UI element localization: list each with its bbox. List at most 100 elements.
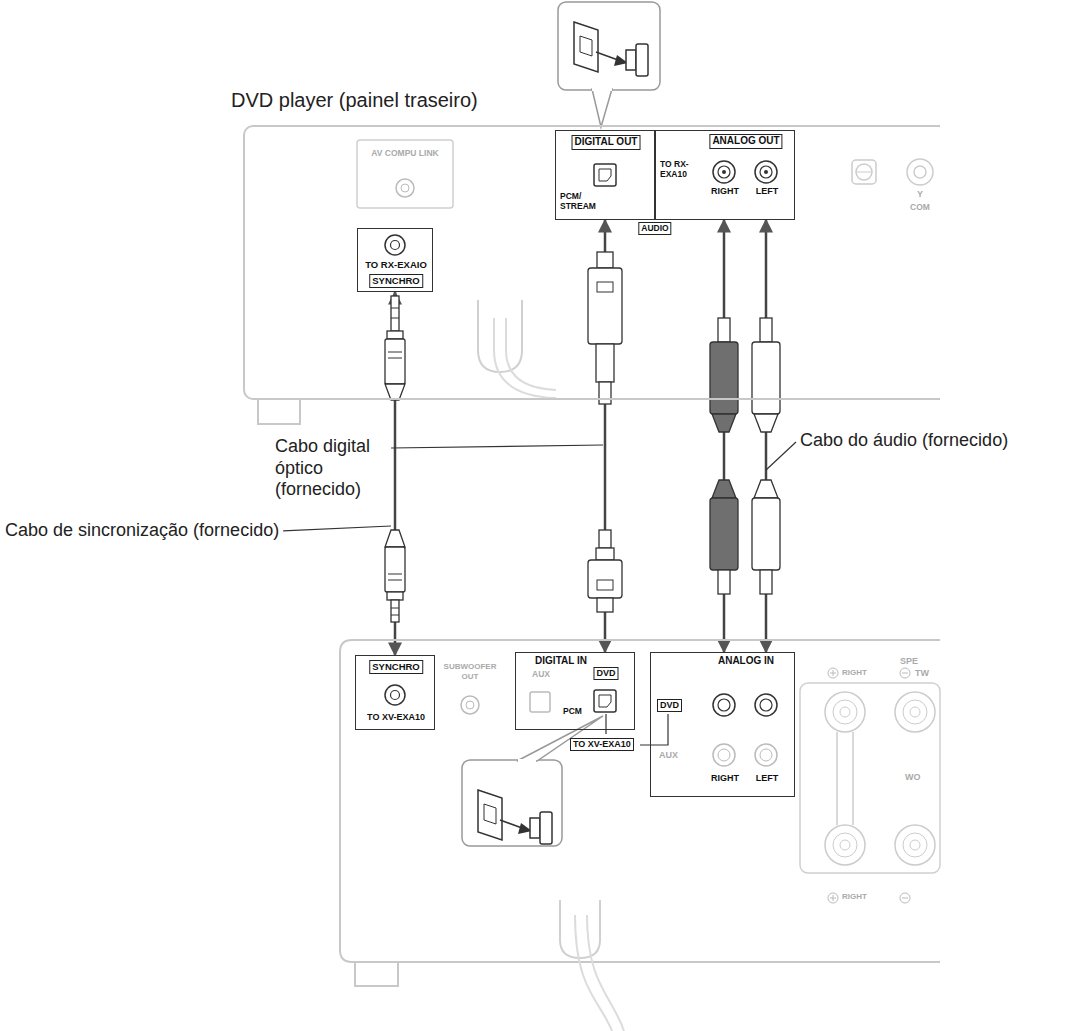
speaker-terminals [833,700,857,724]
rca-plug [710,318,780,594]
dvd-panel: DVD player (painel traseiro)TO RX-EXAIOS… [243,125,940,400]
optical-plug [597,282,613,292]
panel-label: ANALOG IN [718,655,774,667]
terminal-label: SPE [900,656,918,667]
cap-inset [592,89,612,127]
jack-symbol [385,685,405,705]
synchro-plug [391,318,399,319]
synchro-plug [387,592,403,600]
speaker-terminals [900,893,910,903]
panel-label: RIGHT [711,186,739,197]
jack-symbol [764,170,768,174]
speaker-terminals [800,668,940,903]
panel-label: RIGHT [711,773,739,784]
panel-detail [494,318,556,398]
rca-plug [710,498,738,570]
cap-inset [558,2,660,127]
jack-symbol [530,692,550,712]
receiver-panel [587,915,624,1031]
synchro-plug [391,308,399,309]
cap-inset [484,804,496,824]
terminal-label: TW [915,668,929,679]
panel-detail [856,164,872,180]
cap-inset [462,716,603,846]
optical-plug [597,598,613,612]
synchro-jack-box: SYNCHROTO XV-EXA10 [355,655,435,730]
panel-label: TO RX-EXAIO [365,259,427,270]
panel-label: LEFT [756,186,779,197]
port-label: SUBWOOFER OUT [440,662,500,681]
digital-out-box: DIGITAL OUT PCM/ STREAM [555,130,655,220]
optical-plug [588,268,622,344]
jack-symbol [599,169,611,181]
rca-plug [712,480,736,498]
receiver-panel [340,640,940,962]
rca-plug [712,414,736,432]
port-label: AUDIO [638,222,671,235]
leader-line [766,442,796,470]
leader-line [391,445,603,448]
panel-detail [258,140,933,424]
synchro-plug [391,600,399,622]
panel-label: SYNCHRO [369,274,423,288]
jack-symbol [401,184,409,192]
port-label: AV COMPU LINK [371,148,438,158]
jack-symbol [594,690,616,712]
panel-label: SYNCHRO [369,660,423,674]
speaker-terminals [833,895,834,901]
synchro-plug [387,331,403,339]
speaker-terminals [840,707,850,717]
jack-symbol [718,699,730,711]
jack-symbol [760,749,772,761]
cap-inset [500,820,522,828]
panel-detail [856,172,872,173]
panel-detail [506,318,556,390]
cap-inset [580,36,592,56]
panel-label: PCM/ STREAM [560,191,600,211]
receiver-panel [575,915,612,1031]
optical-plug [588,560,622,598]
callout-label: Cabo digital óptico (fornecido) [275,436,387,501]
terminal-label: RIGHT [842,668,867,678]
rca-plug [718,570,730,594]
digital-in-box: DIGITAL INAUXDVDPCM [515,652,635,730]
speaker-terminals [910,840,920,850]
panel-detail [357,140,453,208]
jack-symbol [640,714,668,745]
speaker-terminals [895,692,935,732]
synchro-plug [385,547,405,592]
synchro-plug [385,384,405,400]
jack-symbol [385,161,777,255]
optical-plug [596,344,614,382]
port-label: Y [917,189,923,200]
speaker-terminals [903,700,927,724]
rca-plug [754,414,778,432]
rca-plug [752,342,780,414]
speaker-terminals [852,732,854,825]
jack-symbol [599,695,611,707]
rca-plug [760,318,772,342]
jack-symbol [718,749,730,761]
synchro-plug [385,530,405,547]
speaker-terminals [902,898,908,899]
speaker-terminals [833,670,834,676]
speaker-terminals [895,825,935,865]
jack-symbol [760,699,772,711]
synchro-plug [388,574,402,575]
speaker-terminals [828,668,838,678]
jack-symbol [760,166,772,178]
rca-plug [760,570,772,594]
jack-symbol [391,691,400,700]
leader-line [283,526,391,531]
speaker-terminals [836,732,838,825]
synchro-plug [388,580,402,581]
panel-label: DIGITAL OUT [572,135,641,150]
synchro-plug [391,608,399,609]
port-label: COM [910,202,930,212]
optical-plug [588,252,622,612]
jack-symbol [391,241,400,250]
cap-inset [636,44,648,76]
speaker-terminals [800,683,940,873]
